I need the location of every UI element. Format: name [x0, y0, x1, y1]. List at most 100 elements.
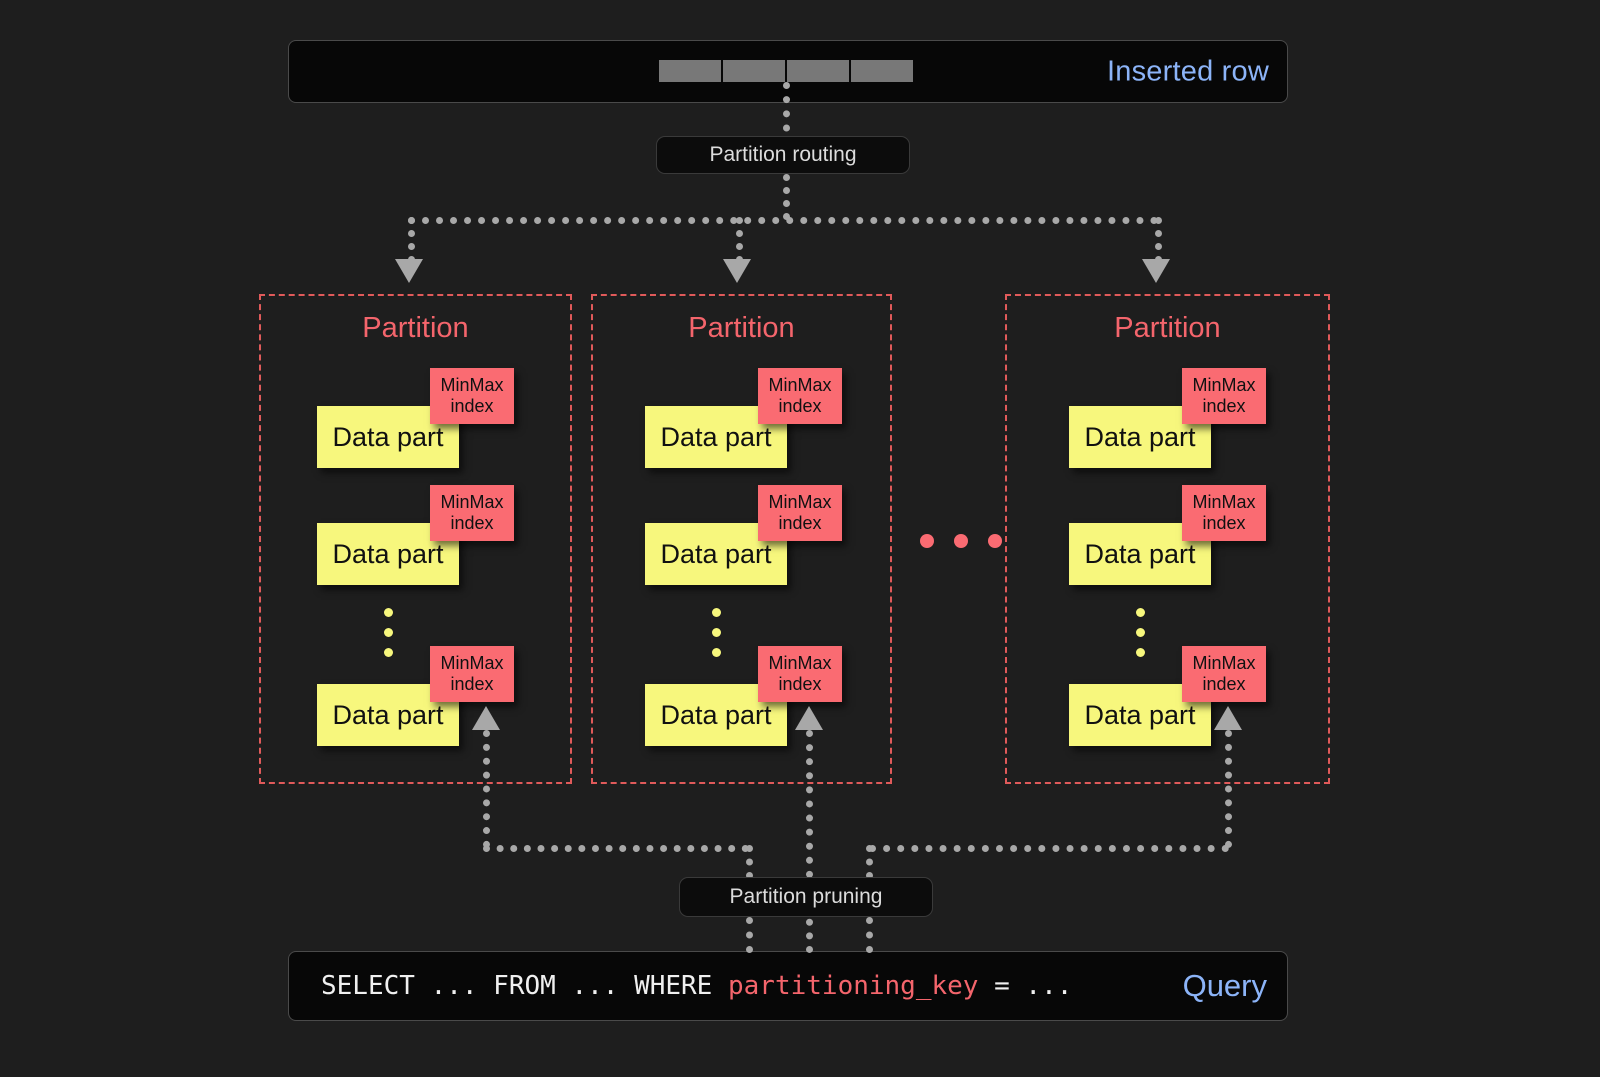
minmax-index-label-line2: index — [1202, 674, 1246, 694]
minmax-index-label-line2: index — [450, 674, 494, 694]
partition-box-1[interactable]: Partition MinMax index Data part MinMax … — [259, 294, 572, 784]
partition-box-2[interactable]: Partition MinMax index Data part MinMax … — [591, 294, 892, 784]
data-part-group[interactable]: MinMax index Data part — [317, 368, 551, 468]
data-part-group[interactable]: MinMax index Data part — [645, 485, 879, 585]
connector-prune-up-3 — [1225, 730, 1232, 848]
partition-routing-label: Partition routing — [709, 143, 857, 166]
connector-drop-partition-2 — [736, 217, 743, 263]
query-bar: SELECT ... FROM ... WHERE partitioning_k… — [288, 951, 1288, 1021]
minmax-index-label-line2: index — [1202, 396, 1246, 416]
minmax-index-label-line1: MinMax — [440, 492, 504, 513]
connector-insert-to-routing — [783, 82, 790, 174]
data-part-box[interactable]: Data part — [317, 523, 459, 585]
minmax-index-badge[interactable]: MinMax index — [758, 368, 842, 424]
connector-pruning-to-query-right — [866, 917, 873, 953]
minmax-index-label-line2: index — [778, 674, 822, 694]
arrow-into-partition-3 — [1142, 259, 1170, 283]
arrow-prune-to-partition-2 — [795, 706, 823, 730]
connector-prune-into-pill-right — [866, 845, 873, 879]
partition-title: Partition — [688, 312, 795, 344]
minmax-index-label-line2: index — [450, 513, 494, 533]
inserted-row-cells — [659, 60, 913, 82]
data-part-group[interactable]: MinMax index Data part — [645, 646, 879, 746]
data-part-group[interactable]: MinMax index Data part — [1069, 646, 1303, 746]
connector-prune-bus-right — [869, 845, 1229, 852]
data-part-ellipsis — [384, 608, 393, 657]
ellipsis-dot — [1136, 628, 1145, 637]
data-part-group[interactable]: MinMax index Data part — [1069, 368, 1303, 468]
minmax-index-badge[interactable]: MinMax index — [430, 485, 514, 541]
arrow-into-partition-2 — [723, 259, 751, 283]
minmax-index-label-line2: index — [778, 513, 822, 533]
partition-title: Partition — [362, 312, 469, 344]
connector-routing-bus — [408, 217, 1158, 224]
minmax-index-label-line1: MinMax — [440, 375, 504, 396]
partition-title: Partition — [1114, 312, 1221, 344]
ellipsis-dot — [384, 648, 393, 657]
minmax-index-label-line1: MinMax — [1192, 653, 1256, 674]
minmax-index-label-line1: MinMax — [768, 653, 832, 674]
minmax-index-badge[interactable]: MinMax index — [430, 368, 514, 424]
data-part-group[interactable]: MinMax index Data part — [645, 368, 879, 468]
data-part-ellipsis — [1136, 608, 1145, 657]
row-cell — [787, 60, 849, 82]
ellipsis-dot — [712, 608, 721, 617]
row-cell — [723, 60, 785, 82]
partition-box-3[interactable]: Partition MinMax index Data part MinMax … — [1005, 294, 1330, 784]
query-suffix: = ... — [978, 971, 1073, 1001]
data-part-group[interactable]: MinMax index Data part — [1069, 485, 1303, 585]
arrow-into-partition-1 — [395, 259, 423, 283]
ellipsis-dot — [712, 628, 721, 637]
query-partitioning-key: partitioning_key — [728, 971, 979, 1001]
connector-pruning-to-query-left — [746, 917, 753, 953]
partition-ellipsis — [920, 534, 1002, 548]
connector-routing-down — [783, 174, 790, 220]
ellipsis-dot — [384, 608, 393, 617]
inserted-row-label: Inserted row — [1107, 55, 1269, 87]
data-part-group[interactable]: MinMax index Data part — [317, 485, 551, 585]
ellipsis-dot — [1136, 648, 1145, 657]
connector-prune-up-2 — [806, 730, 813, 878]
minmax-index-badge[interactable]: MinMax index — [758, 646, 842, 702]
connector-prune-bus-left — [483, 845, 749, 852]
ellipsis-dot — [1136, 608, 1145, 617]
minmax-index-badge[interactable]: MinMax index — [430, 646, 514, 702]
minmax-index-badge[interactable]: MinMax index — [1182, 368, 1266, 424]
minmax-index-label-line1: MinMax — [1192, 375, 1256, 396]
ellipsis-dot — [988, 534, 1002, 548]
query-label: Query — [1182, 968, 1267, 1003]
data-part-ellipsis — [712, 608, 721, 657]
minmax-index-badge[interactable]: MinMax index — [1182, 485, 1266, 541]
minmax-index-label-line1: MinMax — [768, 375, 832, 396]
ellipsis-dot — [712, 648, 721, 657]
minmax-index-label-line1: MinMax — [1192, 492, 1256, 513]
ellipsis-dot — [954, 534, 968, 548]
minmax-index-label-line1: MinMax — [768, 492, 832, 513]
partition-pruning-box: Partition pruning — [679, 877, 933, 917]
minmax-index-label-line2: index — [1202, 513, 1246, 533]
query-prefix: SELECT ... FROM ... WHERE — [321, 971, 728, 1001]
minmax-index-label-line2: index — [778, 396, 822, 416]
data-part-box[interactable]: Data part — [1069, 684, 1211, 746]
minmax-index-badge[interactable]: MinMax index — [1182, 646, 1266, 702]
partition-pruning-label: Partition pruning — [729, 885, 883, 908]
minmax-index-label-line1: MinMax — [440, 653, 504, 674]
data-part-box[interactable]: Data part — [645, 523, 787, 585]
inserted-row-bar: Inserted row — [288, 40, 1288, 103]
connector-drop-partition-3 — [1155, 217, 1162, 263]
connector-prune-up-1 — [483, 730, 490, 848]
data-part-box[interactable]: Data part — [645, 684, 787, 746]
partition-routing-box: Partition routing — [656, 136, 910, 174]
minmax-index-badge[interactable]: MinMax index — [758, 485, 842, 541]
query-text: SELECT ... FROM ... WHERE partitioning_k… — [321, 971, 1072, 1001]
ellipsis-dot — [384, 628, 393, 637]
row-cell — [659, 60, 721, 82]
arrow-prune-to-partition-1 — [472, 706, 500, 730]
ellipsis-dot — [920, 534, 934, 548]
minmax-index-label-line2: index — [450, 396, 494, 416]
arrow-prune-to-partition-3 — [1214, 706, 1242, 730]
data-part-group[interactable]: MinMax index Data part — [317, 646, 551, 746]
connector-drop-partition-1 — [408, 217, 415, 263]
row-cell — [851, 60, 913, 82]
